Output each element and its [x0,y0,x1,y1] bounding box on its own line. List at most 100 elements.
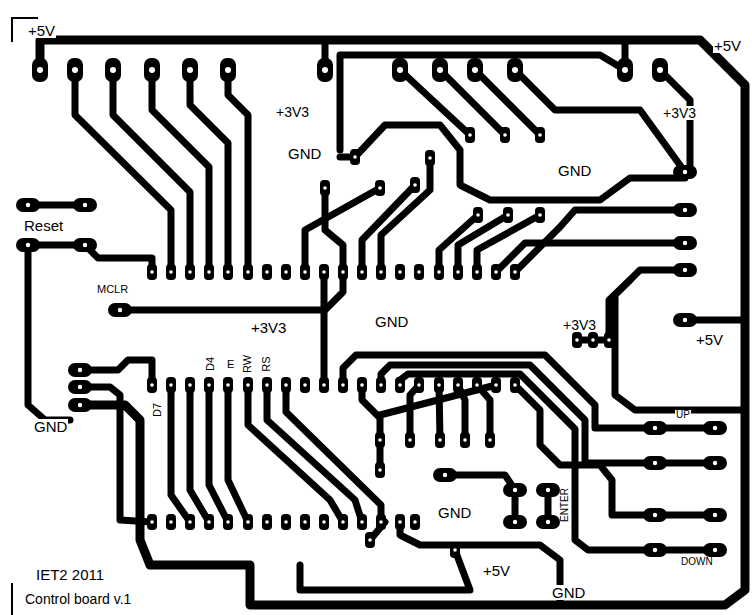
copper-traces [40,40,745,605]
ic-pads [432,58,448,82]
ic-pads [182,58,198,82]
ic-pads [703,421,727,435]
ic-pads [703,543,727,557]
ic-pads [68,363,92,377]
copper-traces [286,392,381,522]
ic-pads [67,58,83,82]
ic-pads [485,432,495,448]
copper-traces [325,188,343,272]
ic-pads [472,264,482,280]
copper-traces [340,125,685,200]
ic-pads [185,264,195,280]
ic-pads [68,398,92,412]
pin-label: GND [551,585,586,600]
ic-pads [32,58,48,82]
copper-traces [321,272,328,385]
ic-pads [536,483,560,497]
ic-pads [300,377,310,393]
ic-pads [465,127,475,143]
ic-pads [16,58,727,558]
ic-pads [166,264,176,280]
ic-pads [243,514,253,530]
ic-pads [473,207,483,223]
pin-label: +3V3 [562,318,597,332]
pin-label: +3V3 [250,320,287,335]
ic-pads [410,514,420,530]
ic-pads [673,236,697,250]
ic-pads [16,238,40,252]
ic-pads [319,377,329,393]
ic-pads [673,165,697,179]
copper-traces [152,70,209,272]
ic-pads [472,377,482,393]
pin-label: UP [675,410,691,420]
ic-pads [376,264,386,280]
pin-label: +3V3 [275,105,310,119]
copper-traces [439,385,440,440]
ic-pads [262,514,272,530]
pin-label: MCLR [96,284,129,295]
pin-label: IET2 2011 [35,567,105,582]
ic-pads [185,514,195,530]
ic-pads [223,514,233,530]
ic-pads [300,514,310,530]
ic-pads [320,180,330,196]
ic-pads [281,514,291,530]
ic-pads [491,377,501,393]
pin-label: GND [437,505,472,520]
pin-label: +5V [27,23,56,38]
ic-pads [147,377,157,393]
pin-label: DOWN [680,557,714,567]
pin-label: GND [557,163,592,178]
ic-pads [453,264,463,280]
ic-pads [338,264,348,280]
ic-pads [392,58,408,82]
ic-pads [68,380,92,394]
copper-traces [615,270,745,410]
ic-pads [510,377,520,393]
ic-pads [108,303,132,317]
copper-traces [410,385,419,440]
ic-pads [535,207,545,223]
pin-label: +5V [713,38,742,53]
ic-pads [395,264,405,280]
pin-label: +5V [695,332,724,347]
ic-pads [673,263,697,277]
ic-pads [703,456,727,470]
pin-label: Reset [23,218,64,233]
ic-pads [536,515,560,529]
pin-label: D7 [152,402,163,418]
ic-pads [467,58,483,82]
ic-pads [673,313,697,327]
ic-pads [338,377,348,393]
pin-label: GND [287,146,322,161]
ic-pads [434,377,444,393]
ic-pads [243,377,253,393]
ic-pads [604,332,614,348]
ic-pads [73,238,97,252]
ic-pads [319,514,329,530]
ic-pads [281,377,291,393]
pin-label: +5V [482,563,511,578]
ic-pads [204,377,214,393]
copper-traces [475,70,540,135]
ic-pads [435,432,445,448]
ic-pads [434,264,444,280]
ic-pads [643,543,667,557]
ic-pads [425,150,435,166]
copper-traces [515,70,685,172]
pin-label: RS [261,355,272,372]
ic-pads [375,462,385,478]
ic-pads [500,127,510,143]
ic-pads [375,180,385,196]
copper-traces [515,385,715,515]
ic-pads [652,58,668,82]
ic-pads [223,264,233,280]
ic-pads [460,432,470,448]
ic-pads [166,377,176,393]
ic-pads [147,264,157,280]
ic-pads [262,264,272,280]
copper-traces [190,70,228,272]
ic-pads [357,377,367,393]
